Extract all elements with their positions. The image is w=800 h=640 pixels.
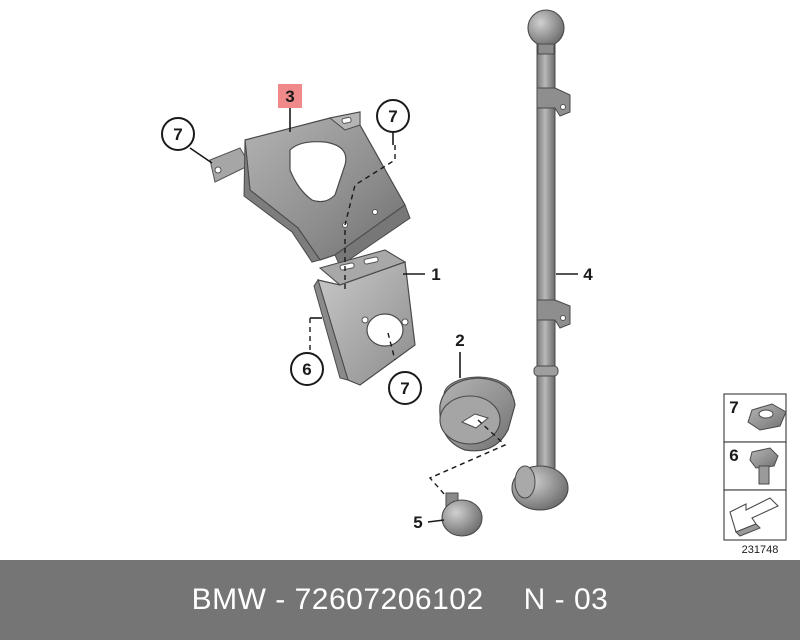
callout-7-left-circle (161, 117, 195, 151)
dashed-line-clip (428, 419, 507, 496)
legend-panel: 7 6 231748 (723, 393, 787, 556)
callout-4: 4 (583, 265, 593, 284)
leader-7-left (189, 147, 213, 164)
callout-7-top-circle (376, 99, 410, 133)
bolt-icon (749, 447, 779, 485)
callout-2: 2 (455, 331, 464, 350)
callout-5: 5 (413, 513, 422, 532)
leader-5 (427, 519, 445, 523)
parts-diagram: 3 7 7 1 6 7 2 4 5 7 6 231748 (161, 9, 787, 556)
upper-bracket-part (209, 111, 411, 267)
diagram-id: 231748 (742, 544, 779, 556)
footer-page-ref: N - 03 (523, 583, 609, 616)
footer-bar: BMW - 72607206102 N - 03 (0, 560, 800, 640)
arrow-icon (729, 497, 779, 537)
callout-7-top: 7 (388, 107, 397, 126)
legend-nut-label: 7 (729, 398, 738, 417)
support-rod-part (511, 9, 571, 511)
callout-3-highlight (278, 84, 302, 108)
nut-icon (747, 403, 787, 431)
lower-bracket-part (313, 249, 416, 386)
callout-6: 6 (302, 360, 311, 379)
push-clip-part (441, 492, 483, 537)
callout-1: 1 (431, 265, 440, 284)
footer-part-number: BMW - 72607206102 (191, 583, 484, 616)
dashed-line-nut (387, 332, 396, 361)
callout-7-left: 7 (173, 125, 182, 144)
grommet-part (439, 376, 516, 452)
legend-bolt-label: 6 (729, 446, 738, 465)
callout-7-mid-circle (388, 371, 422, 405)
dashed-line-top-screw (344, 145, 396, 226)
callout-3: 3 (285, 87, 294, 106)
callout-6-circle (290, 352, 324, 386)
legend-bolt-box (723, 441, 787, 491)
callout-7-mid: 7 (400, 379, 409, 398)
